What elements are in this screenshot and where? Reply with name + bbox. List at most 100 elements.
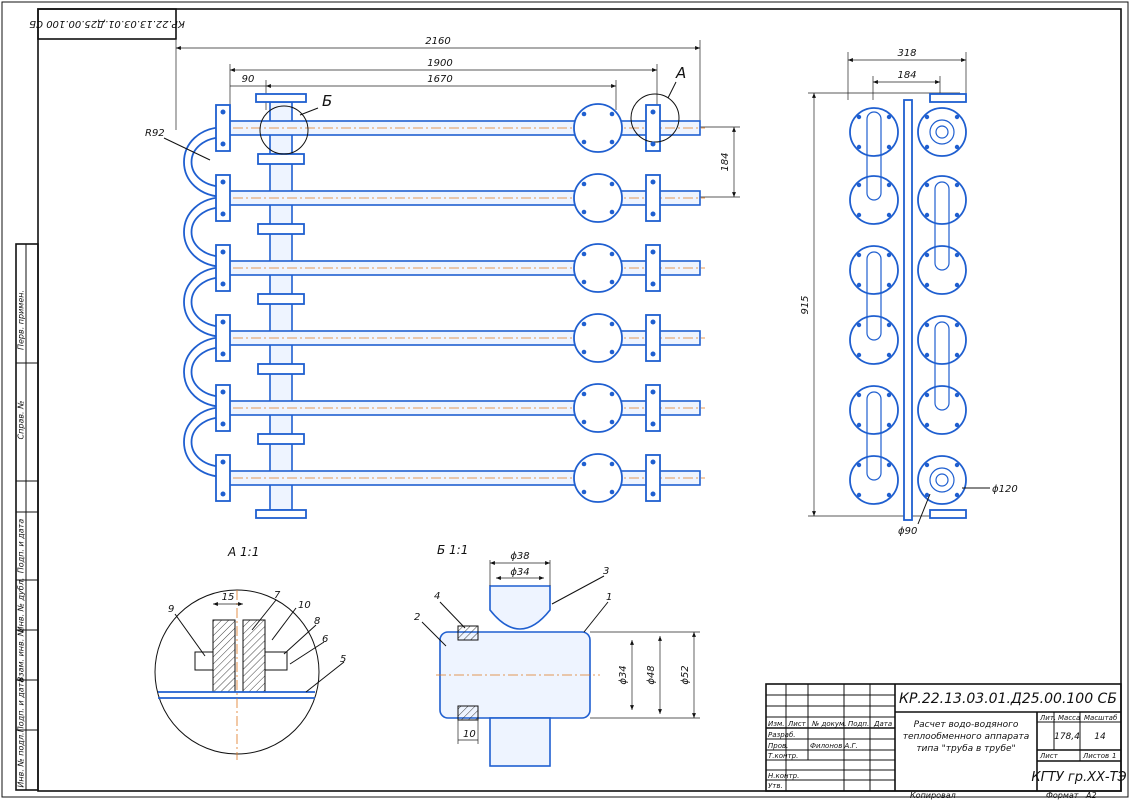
strip-podp1: Подп. и дата xyxy=(17,519,26,574)
tb-col-doc: № докум. xyxy=(811,720,847,728)
bolt-icon xyxy=(954,392,960,398)
bolt-icon xyxy=(581,349,587,355)
tb-col-list: Лист xyxy=(787,720,807,728)
bolt-icon xyxy=(220,319,226,325)
side-flanges-left xyxy=(849,107,899,505)
bolt-icon xyxy=(886,422,892,428)
bolt-icon xyxy=(581,251,587,257)
bolt-icon xyxy=(220,179,226,185)
strip-vzam: Взам. инв. № xyxy=(17,628,26,682)
bolt-icon xyxy=(650,491,656,497)
pos-8: 8 xyxy=(314,616,320,627)
tube-row-6 xyxy=(215,453,705,503)
tube-row-5 xyxy=(215,383,705,433)
dim-915: 915 xyxy=(800,295,811,314)
tb-lit-label: Лит. xyxy=(1039,714,1056,722)
bolt-icon xyxy=(924,392,930,398)
bolt-icon xyxy=(954,282,960,288)
tb-sheets-label: Листов xyxy=(1082,752,1109,760)
bolt-icon xyxy=(650,179,656,185)
detail-b-title: Б 1:1 xyxy=(437,543,468,557)
bolt-icon xyxy=(220,351,226,357)
bolt-icon xyxy=(650,421,656,427)
bolt-icon xyxy=(856,322,862,328)
title-block: Изм. Лист № докум. Подп. Дата Разраб. Пр… xyxy=(765,683,1127,800)
bolt-icon xyxy=(954,144,960,150)
tb-row-nkontr: Н.контр. xyxy=(768,772,799,780)
bolt-icon xyxy=(856,492,862,498)
bolt-icon xyxy=(886,392,892,398)
bolt-icon xyxy=(886,352,892,358)
tb-col-sign: Подп. xyxy=(848,720,869,728)
bolt-icon xyxy=(220,109,226,115)
bolt-icon xyxy=(954,114,960,120)
dim-phi34: ϕ34 xyxy=(618,665,629,684)
pos-3: 3 xyxy=(603,566,609,577)
rotated-code-text: КР.22.13.03.01.Д25.00.100 СБ xyxy=(29,18,185,29)
dim-phi90: ϕ90 xyxy=(898,526,917,537)
pos-10: 10 xyxy=(298,600,311,611)
bolt-icon xyxy=(609,279,615,285)
bolt-icon xyxy=(581,419,587,425)
bolt-icon xyxy=(609,349,615,355)
dim-1900: 1900 xyxy=(427,58,452,69)
bolt-icon xyxy=(581,181,587,187)
callout-b: Б xyxy=(322,92,332,110)
bolt-icon xyxy=(650,249,656,255)
detail-a-title: А 1:1 xyxy=(227,545,259,559)
callout-a: А xyxy=(675,64,686,82)
bolt-icon xyxy=(856,182,862,188)
bolt-icon xyxy=(220,141,226,147)
bolt-icon xyxy=(886,114,892,120)
dim-phi48: ϕ48 xyxy=(646,665,657,684)
bolt-icon xyxy=(609,461,615,467)
bolt-icon xyxy=(924,212,930,218)
bolt-icon xyxy=(581,209,587,215)
side-view: 318 184 915 xyxy=(800,48,1018,537)
tb-row-tkontr: Т.контр. xyxy=(768,752,798,760)
bolt-icon xyxy=(886,182,892,188)
tb-col-date: Дата xyxy=(873,720,892,728)
bolt-icon xyxy=(856,282,862,288)
bolt-icon xyxy=(924,182,930,188)
tb-row-prov: Пров. xyxy=(768,742,788,750)
tb-code: КР.22.13.03.01.Д25.00.100 СБ xyxy=(899,691,1117,707)
rotated-code-box: КР.22.13.03.01.Д25.00.100 СБ xyxy=(29,8,185,40)
bolt-icon xyxy=(220,249,226,255)
bolt-icon xyxy=(856,252,862,258)
tube-row-2 xyxy=(215,173,705,223)
bolt-icon xyxy=(609,391,615,397)
bolt-icon xyxy=(886,252,892,258)
tb-sheets: 1 xyxy=(1112,752,1116,760)
bolt-icon xyxy=(609,251,615,257)
bolt-icon xyxy=(650,281,656,287)
tube-row-1 xyxy=(215,103,705,153)
dim-318: 318 xyxy=(897,48,916,59)
bolt-icon xyxy=(220,459,226,465)
dim-184-side: 184 xyxy=(897,70,916,81)
bolt-icon xyxy=(886,492,892,498)
bolt-icon xyxy=(924,462,930,468)
pos-7: 7 xyxy=(274,590,281,601)
bolt-icon xyxy=(609,321,615,327)
bolt-icon xyxy=(220,491,226,497)
dim-90: 90 xyxy=(242,74,255,85)
bolt-icon xyxy=(856,422,862,428)
bolt-icon xyxy=(954,462,960,468)
dim-r92: R92 xyxy=(145,128,165,139)
bolt-icon xyxy=(954,252,960,258)
bolt-icon xyxy=(581,139,587,145)
dim-2160: 2160 xyxy=(425,36,450,47)
pos-2: 2 xyxy=(414,612,420,623)
tb-org: КГТУ гр.ХХ-ТЭ xyxy=(1031,770,1126,785)
dim-184-main: 184 xyxy=(720,152,731,171)
tb-desc-3: типа "труба в трубе" xyxy=(916,744,1015,754)
tube-row-3 xyxy=(215,243,705,293)
main-view: 2160 1900 1670 90 184 xyxy=(145,36,740,519)
bolt-icon xyxy=(886,322,892,328)
strip-podl: Инв. № подл. xyxy=(17,732,26,787)
bolt-icon xyxy=(954,322,960,328)
dim-15: 15 xyxy=(222,592,235,603)
tb-masshtab-label: Масштаб xyxy=(1084,714,1118,722)
